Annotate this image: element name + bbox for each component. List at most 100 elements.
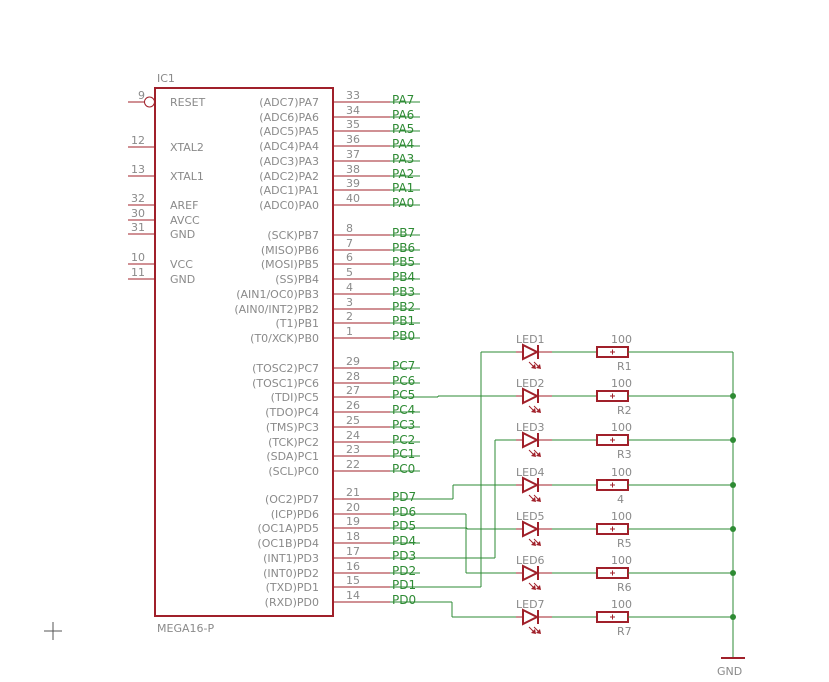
net-label: PD3 xyxy=(392,549,416,563)
pin-label: (ADC6)PA6 xyxy=(259,111,319,124)
resistor-name: 4 xyxy=(617,493,624,506)
pin-number: 3 xyxy=(346,296,353,309)
net-label: PC2 xyxy=(392,433,415,447)
net-label: PA3 xyxy=(392,152,414,166)
led-name: LED4 xyxy=(516,466,545,479)
resistor[interactable] xyxy=(596,611,629,623)
pin-label: (T0/XCK)PB0 xyxy=(250,332,319,345)
net-label: PB0 xyxy=(392,329,415,343)
pin-number: 15 xyxy=(346,574,360,587)
pin-label: AREF xyxy=(170,199,198,212)
resistor-value: 100 xyxy=(611,554,632,567)
resistor[interactable] xyxy=(596,567,629,579)
pin-number: 36 xyxy=(346,133,360,146)
right-pin-pa4[interactable]: 36 (ADC4)PA4 PA4 xyxy=(259,133,420,153)
net-label: PD7 xyxy=(392,490,416,504)
led-diode[interactable] xyxy=(516,520,552,546)
led-diode[interactable] xyxy=(516,431,552,457)
pin-number: 40 xyxy=(346,192,360,205)
pin-number: 23 xyxy=(346,443,360,456)
led-diode[interactable] xyxy=(516,608,552,634)
emission-arrowhead xyxy=(531,585,536,590)
pin-number: 31 xyxy=(131,221,145,234)
pin-label: (OC1A)PD5 xyxy=(257,522,319,535)
diode-triangle xyxy=(522,608,540,626)
ic-name: IC1 xyxy=(157,72,175,85)
resistor-value: 100 xyxy=(611,510,632,523)
pin-label: (AIN1/OC0)PB3 xyxy=(236,288,319,301)
pin-number: 10 xyxy=(131,251,145,264)
emission-arrowhead xyxy=(536,452,541,457)
net-label: PA4 xyxy=(392,137,414,151)
ic-body[interactable] xyxy=(154,87,334,617)
pin-label: (ADC4)PA4 xyxy=(259,140,319,153)
pin-number: 27 xyxy=(346,384,360,397)
led-diode[interactable] xyxy=(516,476,552,502)
resistor[interactable] xyxy=(596,523,629,535)
resistor[interactable] xyxy=(596,434,629,446)
net-label: PC5 xyxy=(392,388,415,402)
resistor[interactable] xyxy=(596,479,629,491)
resistor-value: 100 xyxy=(611,421,632,434)
resistor[interactable] xyxy=(596,390,629,402)
pin-label: (INT1)PD3 xyxy=(263,552,319,565)
ic-symbol[interactable]: IC1 MEGA16-P xyxy=(154,72,334,635)
pin-number: 7 xyxy=(346,237,353,250)
emission-arrowhead xyxy=(536,408,541,413)
resistor[interactable] xyxy=(596,346,629,358)
led-diode[interactable] xyxy=(516,564,552,590)
led-diode[interactable] xyxy=(516,387,552,413)
pin-label: (ADC3)PA3 xyxy=(259,155,319,168)
pin-label: (TDO)PC4 xyxy=(265,406,319,419)
pin-label: (ADC1)PA1 xyxy=(259,184,319,197)
pin-label: (RXD)PD0 xyxy=(265,596,319,609)
led-diode[interactable] xyxy=(516,343,552,369)
pin-label: (TOSC2)PC7 xyxy=(252,362,319,375)
pin-label: VCC xyxy=(170,258,193,271)
